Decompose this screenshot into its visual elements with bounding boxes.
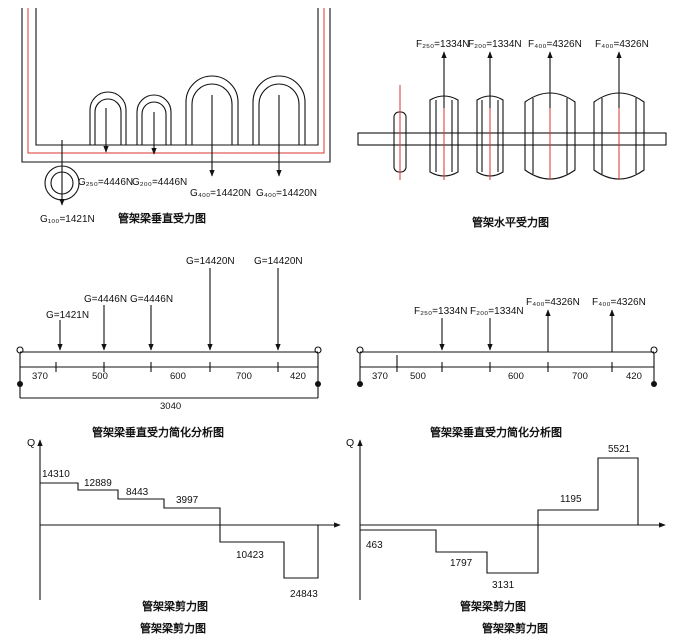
panel-horizontal-force: F₂₅₀=1334N F₂₀₀=1334N F₄₀₀=4326N F₄₀₀=43… bbox=[357, 39, 667, 229]
shear-value-5: 5521 bbox=[608, 444, 631, 455]
shear-value-2: 1797 bbox=[450, 558, 473, 569]
shear-value-2: 12889 bbox=[84, 478, 112, 489]
span-label-5: 420 bbox=[626, 371, 642, 382]
footer-caption-right: 管架梁剪力图 bbox=[482, 621, 548, 635]
pipe-250-inner bbox=[94, 98, 122, 145]
load-label-f400a: F₄₀₀=4326N bbox=[528, 39, 582, 50]
q-axis-label: Q bbox=[27, 437, 35, 449]
span-label-2: 500 bbox=[92, 371, 108, 382]
load-label-g200: G₂₀₀=4446N bbox=[132, 177, 187, 188]
pipe-250-outer bbox=[89, 91, 127, 145]
pipe-plan-250 bbox=[429, 95, 459, 177]
load-label-1: G=1421N bbox=[46, 310, 89, 321]
panel-caption: 管架水平受力图 bbox=[472, 215, 549, 229]
panel-caption: 管架梁剪力图 bbox=[460, 599, 526, 613]
span-label-1: 370 bbox=[372, 371, 388, 382]
pipe-400a-inner bbox=[191, 83, 233, 145]
shear-value-6: 24843 bbox=[290, 589, 318, 600]
shear-value-1: 463 bbox=[366, 540, 383, 551]
panel-caption: 管架梁垂直受力简化分析图 bbox=[430, 425, 562, 439]
span-label-3: 600 bbox=[508, 371, 524, 382]
shear-step-line bbox=[40, 482, 319, 579]
load-label-4: G=14420N bbox=[186, 256, 235, 267]
bearing-right bbox=[315, 381, 321, 387]
shear-value-5: 10423 bbox=[236, 550, 264, 561]
panel-shear-left: Q 14310 12889 8443 3997 10423 24843 管架梁剪… bbox=[27, 437, 341, 613]
load-label-3: G=4446N bbox=[130, 294, 173, 305]
panel-simplified-horizontal: F₂₅₀=1334N F₂₀₀=1334N F₄₀₀=4326N F₄₀₀=43… bbox=[356, 297, 658, 439]
shear-value-4: 1195 bbox=[560, 494, 582, 505]
span-label-3: 600 bbox=[170, 371, 186, 382]
panel-caption: 管架梁垂直受力简化分析图 bbox=[92, 425, 224, 439]
bearing-left bbox=[17, 381, 23, 387]
shear-value-3: 3131 bbox=[492, 580, 515, 591]
frame-inner bbox=[35, 8, 319, 146]
span-label-2: 500 bbox=[410, 371, 426, 382]
load-label-g400a: G₄₀₀=14420N bbox=[190, 188, 251, 199]
span-total-label: 3040 bbox=[160, 401, 181, 412]
load-label-f250: F₂₅₀=1334N bbox=[414, 306, 467, 317]
panel-caption: 管架梁垂直受力图 bbox=[118, 211, 206, 225]
frame-centerline bbox=[27, 8, 325, 154]
span-label-5: 420 bbox=[290, 371, 306, 382]
beam-plan bbox=[357, 132, 667, 146]
load-label-f200: F₂₀₀=1334N bbox=[468, 39, 522, 50]
panel-caption: 管架梁剪力图 bbox=[142, 599, 208, 613]
pipe-400b-outer bbox=[252, 75, 306, 145]
frame-outer bbox=[21, 8, 331, 163]
pipe-200-outer bbox=[136, 94, 172, 145]
shear-step-line bbox=[360, 457, 639, 574]
span-label-4: 700 bbox=[236, 371, 252, 382]
load-label-f200: F₂₀₀=1334N bbox=[470, 306, 524, 317]
load-label-g250: G₂₅₀=4446N bbox=[78, 177, 133, 188]
panel-shear-right: Q 463 1797 3131 1195 5521 管架梁剪力图 bbox=[346, 437, 666, 613]
bearing-right bbox=[651, 381, 657, 387]
panel-simplified-vertical: G=1421N G=4446N G=4446N G=14420N G=14420… bbox=[16, 256, 322, 439]
pipe-200-inner bbox=[141, 101, 167, 145]
q-axis-label: Q bbox=[346, 437, 354, 449]
shear-value-1: 14310 bbox=[42, 469, 70, 480]
bearing-left bbox=[357, 381, 363, 387]
shear-value-3: 8443 bbox=[126, 487, 149, 498]
load-label-g400b: G₄₀₀=14420N bbox=[256, 188, 317, 199]
pipe-plan-400a bbox=[524, 92, 576, 180]
footer-caption-left: 管架梁剪力图 bbox=[140, 621, 206, 635]
shear-value-4: 3997 bbox=[176, 495, 199, 506]
pipe-plan-400b bbox=[593, 92, 645, 180]
span-label-4: 700 bbox=[572, 371, 588, 382]
panel-vertical-force: G₂₅₀=4446N G₂₀₀=4446N G₄₀₀=14420N G₄₀₀=1… bbox=[21, 8, 331, 225]
pipe-plan-200 bbox=[476, 95, 504, 177]
load-label-2: G=4446N bbox=[84, 294, 127, 305]
pipe-400a-outer bbox=[185, 75, 239, 145]
load-label-f400a: F₄₀₀=4326N bbox=[526, 297, 580, 308]
span-label-1: 370 bbox=[32, 371, 48, 382]
load-label-5: G=14420N bbox=[254, 256, 303, 267]
load-label-f400b: F₄₀₀=4326N bbox=[592, 297, 646, 308]
load-label-f400b: F₄₀₀=4326N bbox=[595, 39, 649, 50]
pipe-400b-inner bbox=[258, 83, 300, 145]
load-label-g100: G₁₀₀=1421N bbox=[40, 214, 95, 225]
load-label-f250: F₂₅₀=1334N bbox=[416, 39, 469, 50]
